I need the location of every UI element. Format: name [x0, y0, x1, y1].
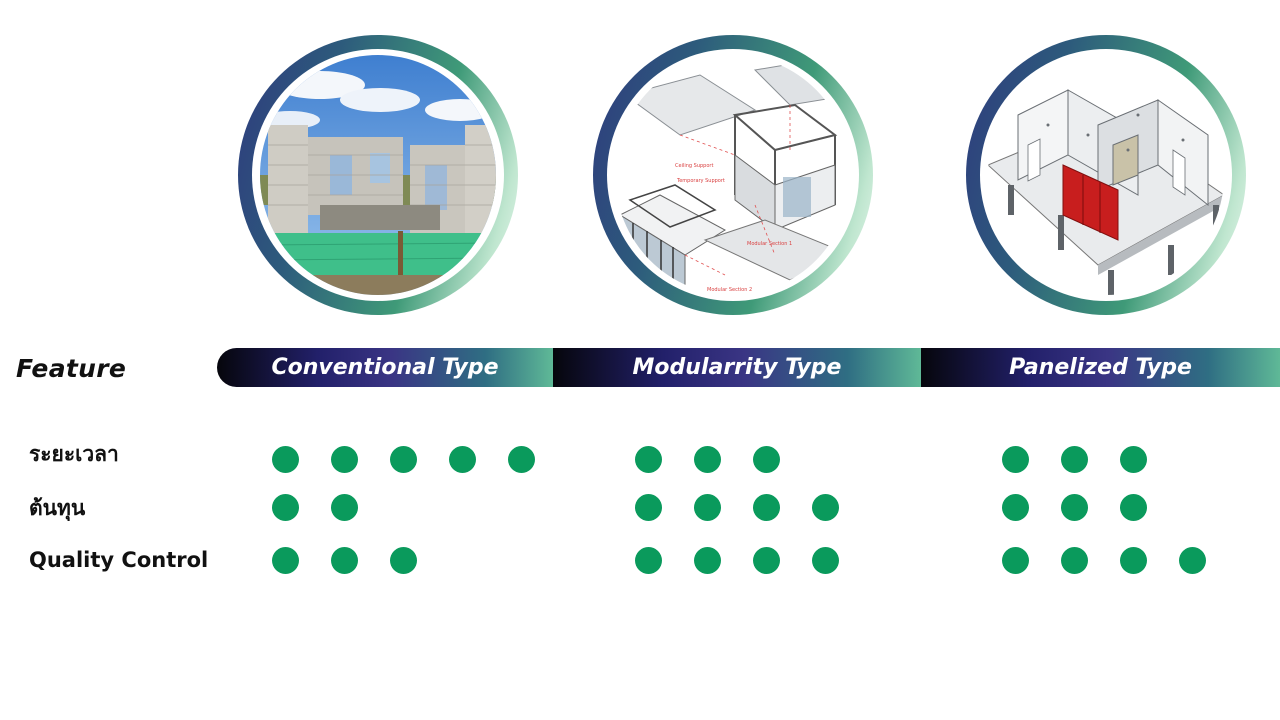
rating-dot-quality-control-conventional: [271, 546, 299, 574]
rating-dot-cost-panelized: [1060, 493, 1088, 521]
conventional-construction-photo: [260, 55, 496, 295]
rating-dot-time-conventional: [389, 445, 417, 473]
diagram-label-modular-section-1: Modular Section 1: [747, 241, 792, 247]
rating-dot-time-panelized: [1060, 445, 1088, 473]
row-label-quality-control: Quality Control: [29, 548, 209, 572]
rating-dot-time-conventional: [330, 445, 358, 473]
column-header-modular: Modularrity Type: [553, 348, 921, 387]
rating-dot-time-modular: [634, 445, 662, 473]
rating-dot-quality-control-panelized: [1119, 546, 1147, 574]
rating-dot-cost-modular: [693, 493, 721, 521]
modular-image-frame: Ceiling Support Temporary Support Modula…: [593, 35, 873, 315]
rating-dot-quality-control-modular: [634, 546, 662, 574]
rating-dot-cost-conventional: [271, 493, 299, 521]
panelized-image-frame: [966, 35, 1246, 315]
modular-exploded-diagram: Ceiling Support Temporary Support Modula…: [615, 55, 851, 295]
diagram-label-ceiling-support: Ceiling Support: [675, 163, 713, 169]
row-label-time: ระยะเวลา: [29, 442, 119, 466]
panelized-3d-model: [988, 55, 1224, 295]
rating-dot-quality-control-modular: [811, 546, 839, 574]
rating-dot-time-conventional: [507, 445, 535, 473]
row-label-cost: ต้นทุน: [29, 496, 86, 520]
rating-dot-quality-control-panelized: [1001, 546, 1029, 574]
diagram-label-modular-section-2: Modular Section 2: [707, 287, 752, 293]
rating-dot-cost-modular: [752, 493, 780, 521]
rating-dot-cost-panelized: [1119, 493, 1147, 521]
rating-dot-time-conventional: [271, 445, 299, 473]
rating-dot-cost-modular: [811, 493, 839, 521]
rating-dot-time-panelized: [1001, 445, 1029, 473]
rating-dot-quality-control-conventional: [330, 546, 358, 574]
rating-dot-time-panelized: [1119, 445, 1147, 473]
rating-dot-cost-panelized: [1001, 493, 1029, 521]
feature-label: Feature: [16, 354, 127, 383]
diagram-label-temporary-support: Temporary Support: [676, 178, 725, 184]
rating-dot-time-conventional: [448, 445, 476, 473]
rating-dot-cost-conventional: [330, 493, 358, 521]
rating-dot-quality-control-panelized: [1178, 546, 1206, 574]
rating-dot-cost-modular: [634, 493, 662, 521]
column-header-panelized: Panelized Type: [921, 348, 1280, 387]
rating-dot-quality-control-modular: [693, 546, 721, 574]
rating-dot-time-modular: [693, 445, 721, 473]
rating-dot-quality-control-panelized: [1060, 546, 1088, 574]
conventional-image-frame: [238, 35, 518, 315]
rating-dot-time-modular: [752, 445, 780, 473]
rating-dot-quality-control-conventional: [389, 546, 417, 574]
rating-dot-quality-control-modular: [752, 546, 780, 574]
column-header-conventional: Conventional Type: [217, 348, 553, 387]
